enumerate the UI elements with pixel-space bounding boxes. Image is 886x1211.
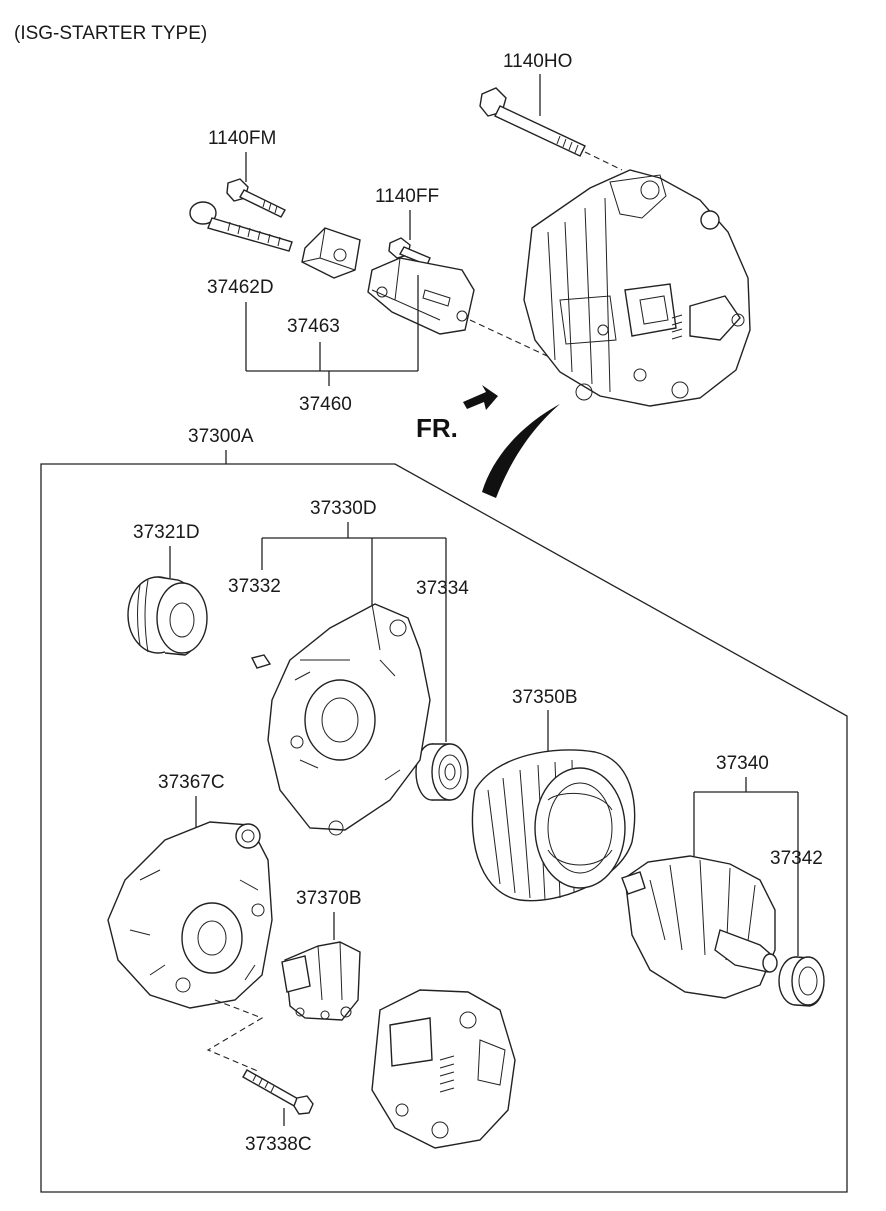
label-37463: 37463	[287, 316, 340, 337]
bearing-37342[interactable]	[778, 956, 825, 1007]
rear-cover[interactable]	[371, 989, 516, 1149]
bolt-37462d[interactable]	[189, 201, 293, 252]
rotor-37340[interactable]	[621, 855, 778, 999]
label-37460-bracket	[245, 275, 419, 386]
label-37334: 37334	[416, 578, 469, 599]
rear-housing-37367c[interactable]	[107, 821, 273, 1009]
exploded-set-frame	[40, 463, 848, 1193]
label-37462d: 37462D	[207, 277, 274, 298]
pulley-37321d[interactable]	[127, 576, 208, 656]
label-37460: 37460	[299, 394, 352, 415]
bolt-37338c-leader	[206, 999, 264, 1073]
label-1140fm: 1140FM	[208, 128, 276, 149]
label-37367c: 37367C	[158, 772, 225, 793]
bracket-leader	[469, 319, 561, 363]
front-housing-37330d[interactable]	[267, 603, 431, 836]
regulator-37370b[interactable]	[281, 941, 361, 1021]
label-37370b: 37370B	[296, 888, 362, 909]
diagram-title: (ISG-STARTER TYPE)	[14, 23, 207, 44]
front-direction-arrow	[463, 385, 498, 410]
label-1140ff: 1140FF	[375, 186, 439, 207]
label-37321d: 37321D	[133, 522, 200, 543]
bolt-37338c[interactable]	[242, 1069, 314, 1115]
bearing-37334[interactable]	[415, 743, 469, 801]
alternator-assembly[interactable]	[523, 169, 751, 407]
bolt-1140ho[interactable]	[479, 87, 586, 157]
bolt-1140ho-leader	[584, 151, 623, 171]
label-37342: 37342	[770, 848, 823, 869]
label-37340: 37340	[716, 753, 769, 774]
block-37463[interactable]	[301, 227, 361, 279]
label-37338c: 37338C	[245, 1134, 312, 1155]
bracket[interactable]	[367, 257, 475, 335]
bolt-1140fm[interactable]	[226, 178, 286, 218]
label-37330d: 37330D	[310, 498, 377, 519]
exploded-view-arrow	[482, 404, 560, 498]
label-37350b: 37350B	[512, 687, 578, 708]
bolt-1140ff[interactable]	[388, 237, 431, 266]
label-37330d-bracket	[261, 522, 447, 605]
stator-37350b[interactable]	[471, 749, 636, 902]
front-direction-label: FR.	[416, 413, 458, 443]
label-37340-bracket	[693, 777, 799, 956]
label-37300a: 37300A	[188, 426, 254, 447]
screw-37332[interactable]	[250, 654, 272, 669]
label-37332: 37332	[228, 576, 281, 597]
label-1140ho: 1140HO	[503, 51, 572, 72]
